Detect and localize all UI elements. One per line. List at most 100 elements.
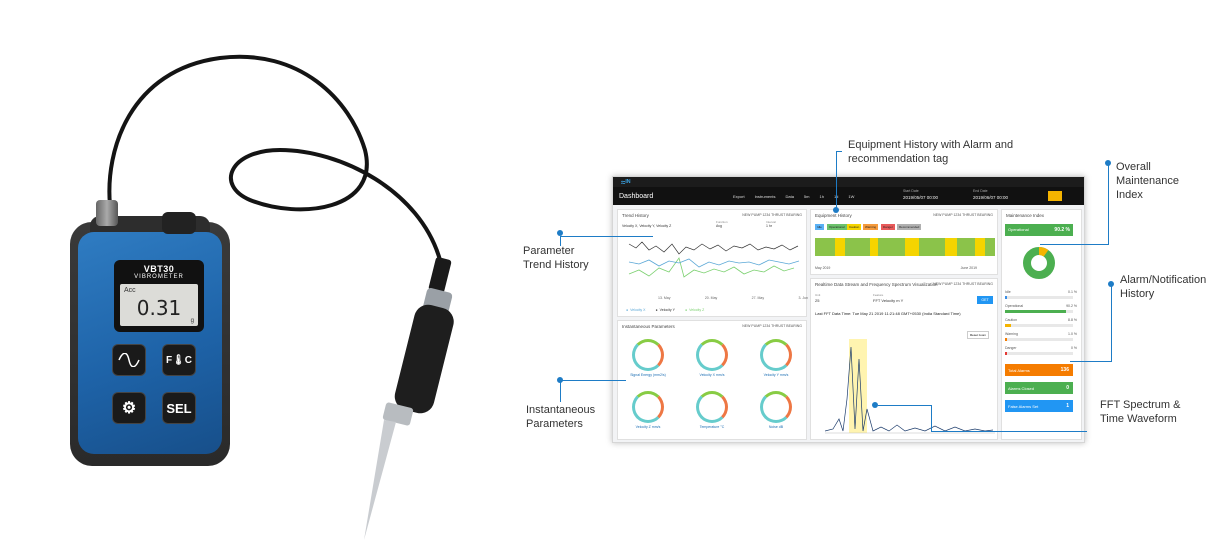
callout-line: [1040, 244, 1109, 245]
menu-5m[interactable]: 5m: [803, 193, 810, 199]
settings-icon: ⚙: [121, 400, 137, 417]
instantaneous-panel: Instantaneous Parameters NEW PUMP 1234 T…: [617, 320, 807, 440]
alarm-count: 1: [1066, 403, 1069, 409]
fft-get-button[interactable]: GET: [977, 296, 993, 304]
maintenance-row-bar: [1005, 338, 1073, 341]
trend-tick: 20. May: [704, 296, 718, 300]
maintenance-row-label: Idle: [1005, 290, 1011, 294]
start-date-label: Start Date: [903, 189, 919, 193]
callout-fft: FFT Spectrum & Time Waveform: [1100, 399, 1181, 425]
instant-tag: NEW PUMP 1234 THRUST BEARING: [742, 324, 802, 328]
callout-line: [560, 380, 561, 402]
maintenance-panel: Maintenance Index Operational 90.2 % Idl…: [1001, 209, 1082, 440]
settings-button[interactable]: ⚙: [112, 392, 146, 424]
equipment-history-panel: Equipment History NEW PUMP 1234 THRUST B…: [810, 209, 998, 275]
end-date-label: End Date: [973, 189, 988, 193]
fft-panel: Realtime Data Stream and Frequency Spect…: [810, 278, 998, 440]
end-date-field[interactable]: 2019/06/07 00:00: [973, 195, 1009, 200]
callout-line: [836, 151, 842, 152]
maintenance-row-label: Danger: [1005, 346, 1017, 350]
maintenance-row-pct: 90.2 %: [1066, 304, 1077, 308]
fft-title: Realtime Data Stream and Frequency Spect…: [815, 282, 938, 287]
fft-feature-select[interactable]: FFT Velocity m Y: [873, 298, 904, 303]
maintenance-row-bar: [1005, 310, 1073, 313]
alarm-label: False Alarms Set: [1008, 403, 1039, 409]
temperature-button[interactable]: F🌡C: [162, 344, 196, 376]
callout-dot: [1105, 160, 1111, 166]
cable-connector: [96, 200, 118, 226]
trend-interval-select[interactable]: 1 hr: [766, 224, 773, 228]
alarm-count: 0: [1066, 385, 1069, 391]
equipment-tick: June 2019: [960, 266, 977, 270]
chip-operational[interactable]: Operational: [827, 224, 847, 230]
device-brand: VBT30: [143, 264, 175, 274]
maintenance-row-fill: [1005, 352, 1007, 355]
gauge-velocity-z: [632, 391, 664, 423]
menu-export[interactable]: Export: [733, 193, 745, 199]
fft-unit-label: Unit: [815, 293, 821, 297]
chip-idle[interactable]: Idle: [815, 224, 824, 230]
legend-velocity-y[interactable]: Velocity Y: [656, 308, 675, 312]
alarm-item[interactable]: False Alarms Set 1: [1005, 400, 1073, 412]
legend-velocity-z[interactable]: Velocity Z: [685, 308, 704, 312]
trend-selector[interactable]: Velocity X, Velocity Y, Velocity Z: [622, 224, 672, 228]
maintenance-row-pct: 0.1 %: [1068, 290, 1077, 294]
callout-dot: [557, 230, 563, 236]
trend-legend: Velocity X Velocity Y Velocity Z: [626, 308, 704, 312]
maintenance-row-pct: 8.8 %: [1068, 318, 1077, 322]
fft-unit-select[interactable]: 25: [815, 298, 820, 303]
callout-line: [1111, 283, 1112, 361]
chip-warning[interactable]: Warning: [863, 224, 879, 230]
wave-icon: [118, 353, 140, 367]
chip-caution[interactable]: Caution: [847, 224, 862, 230]
fft-timestamp: Last FFT Data Time: Tue May 21 2019 11:2…: [815, 311, 961, 316]
series-velocity-y: [628, 241, 799, 255]
dashboard-topbar: ≈ᴵᴺ: [613, 177, 1084, 187]
fft-chart: [825, 339, 995, 434]
callout-equipment: Equipment History with Alarm and recomme…: [848, 139, 1014, 165]
chip-recommended[interactable]: Recommended: [897, 224, 922, 230]
maintenance-row-fill: [1005, 310, 1067, 313]
menu-1w[interactable]: 1W: [848, 193, 855, 199]
trend-agg-select[interactable]: Avg: [716, 224, 722, 228]
callout-trend: Parameter Trend History: [523, 245, 589, 271]
wave-mode-button[interactable]: [112, 344, 146, 376]
dashboard-navbar: Dashboard Export Instruments Data 5m 1h …: [613, 187, 1084, 205]
legend-velocity-x[interactable]: Velocity X: [626, 308, 645, 312]
callout-maintenance: Overall Maintenance Index: [1116, 161, 1179, 201]
instant-title: Instantaneous Parameters: [622, 324, 675, 329]
reset-zoom-button[interactable]: Reset zoom: [966, 331, 989, 339]
trend-agg-label: Function: [716, 220, 728, 224]
device-face: VBT30 VIBROMETER Acc 0.31 g F🌡C ⚙ SEL: [78, 232, 222, 454]
trend-x-axis: 13. May 20. May 27. May 3. Jun: [658, 296, 808, 300]
apply-date-button[interactable]: [1048, 191, 1062, 201]
maintenance-donut: [1023, 247, 1055, 279]
callout-line: [1070, 361, 1112, 362]
maintenance-row-label: Warning: [1005, 332, 1018, 336]
gauge-label: Noise dB: [768, 425, 784, 429]
sel-button[interactable]: SEL: [162, 392, 196, 424]
menu-1h[interactable]: 1h: [819, 193, 824, 199]
donut-caution-arc: [1023, 247, 1055, 279]
temperature-icon: F🌡C: [165, 354, 193, 366]
cable-icon: [107, 54, 445, 291]
equipment-tag: NEW PUMP 1234 THRUST BEARING: [933, 213, 993, 217]
lcd-unit: g: [190, 318, 194, 324]
alarm-count: 136: [1060, 367, 1069, 373]
start-date-field[interactable]: 2019/05/07 00:00: [903, 195, 939, 200]
callout-dot: [833, 207, 839, 213]
device-subtitle: VIBROMETER: [134, 274, 184, 280]
menu-instruments[interactable]: Instruments: [754, 193, 776, 199]
probe-icon: [364, 257, 454, 540]
device-screen: VBT30 VIBROMETER Acc 0.31 g: [114, 260, 204, 332]
equipment-tick: May 2019: [815, 266, 831, 270]
gauge-label: Signal Energy (mm2/s): [630, 373, 666, 377]
menu-data[interactable]: Data: [785, 193, 794, 199]
callout-line: [560, 236, 653, 237]
gauge-velocity-x: [696, 339, 728, 371]
dashboard-title: Dashboard: [619, 192, 654, 200]
callout-line: [931, 431, 1087, 432]
chip-danger[interactable]: Danger: [881, 224, 895, 230]
